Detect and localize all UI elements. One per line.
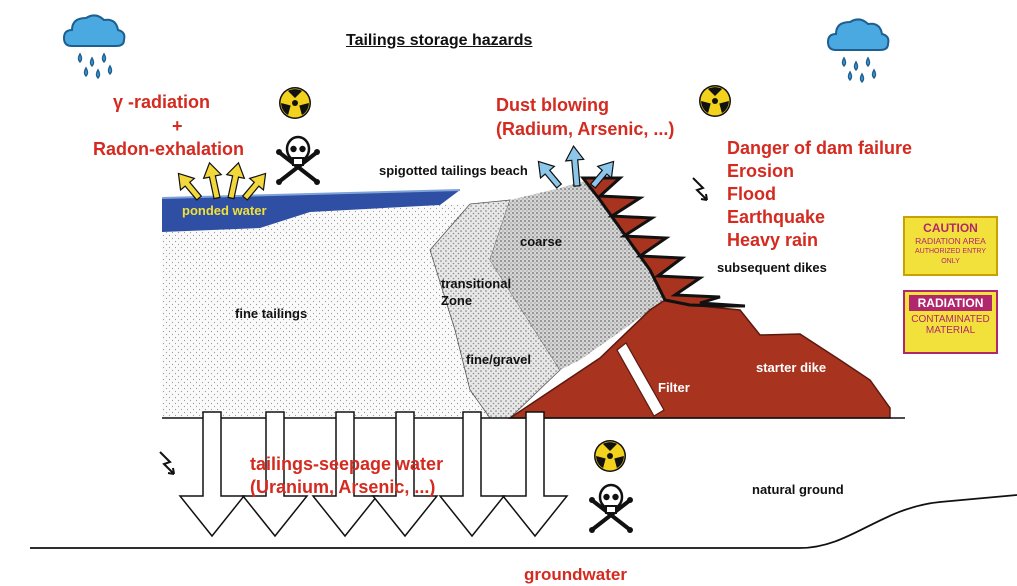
beach-label: spigotted tailings beach — [379, 163, 528, 178]
radiation-sign-line1: CONTAMINATED — [911, 314, 990, 325]
subsequent-dikes — [579, 176, 746, 308]
caution-sign: CAUTION RADIATION AREA AUTHORIZED ENTRY … — [903, 216, 998, 276]
dam-hazard-3: Earthquake — [727, 207, 826, 227]
groundwater-label: groundwater — [524, 565, 627, 584]
radiation-icon — [279, 87, 311, 119]
radiation-sign-line2: MATERIAL — [925, 325, 976, 336]
diagram-title: Tailings storage hazards — [346, 32, 533, 49]
subsequent-dikes-label: subsequent dikes — [717, 260, 827, 275]
dust-arrows — [537, 145, 615, 189]
rain-cloud-icon — [63, 14, 126, 79]
dam-hazard-0: Danger of dam failure — [727, 138, 913, 158]
skull-crossbones-icon — [274, 135, 322, 187]
radiation-emission-arrows — [177, 161, 267, 201]
transitional-zone-label: Zone — [441, 293, 473, 308]
caution-sign-line3: ONLY — [941, 258, 960, 265]
dust-hazard-line2: (Radium, Arsenic, ...) — [496, 119, 675, 139]
fine-tailings-zone — [162, 204, 490, 418]
lightning-icon — [692, 177, 708, 201]
fine-tailings-label: fine tailings — [235, 306, 308, 321]
rain-cloud-icon — [827, 18, 890, 83]
skull-crossbones-icon — [587, 483, 635, 535]
fine-gravel-label: fine/gravel — [466, 352, 532, 367]
seepage-arrow — [502, 411, 568, 537]
radiation-icon — [699, 85, 731, 117]
starter-dike — [507, 299, 891, 419]
ponded-water-label: ponded water — [182, 203, 267, 218]
radiation-hazard-line3: Radon-exhalation — [93, 139, 245, 159]
dam-hazard-4: Heavy rain — [727, 230, 819, 250]
coarse-label: coarse — [520, 234, 562, 249]
seepage-arrow — [179, 411, 245, 537]
seepage-line2: (Uranium, Arsenic, ...) — [250, 477, 436, 497]
transitional-label: transitional — [441, 276, 512, 291]
caution-sign-line2: AUTHORIZED ENTRY — [914, 248, 987, 255]
seepage-arrow — [439, 411, 505, 537]
filter — [616, 342, 665, 417]
ponded-water — [162, 190, 460, 232]
groundwater-line — [30, 494, 1017, 549]
lightning-icon — [159, 451, 175, 475]
filter-label: Filter — [658, 380, 690, 395]
radiation-sign-title: RADIATION — [909, 295, 992, 311]
coarse-zone — [490, 180, 665, 370]
radiation-sign: RADIATION CONTAMINATED MATERIAL — [903, 290, 998, 354]
radiation-hazard-line2: + — [172, 116, 183, 136]
radiation-icon — [594, 440, 626, 472]
natural-ground-label: natural ground — [752, 482, 844, 497]
radiation-hazard-line1: γ -radiation — [113, 92, 211, 112]
dam-hazard-1: Erosion — [727, 161, 795, 181]
starter-dike-label: starter dike — [756, 360, 827, 375]
dust-hazard-line1: Dust blowing — [496, 95, 609, 115]
caution-sign-line1: RADIATION AREA — [915, 236, 986, 246]
seepage-line1: tailings-seepage water — [250, 454, 444, 474]
dam-hazard-2: Flood — [727, 184, 776, 204]
caution-sign-title: CAUTION — [923, 221, 978, 235]
